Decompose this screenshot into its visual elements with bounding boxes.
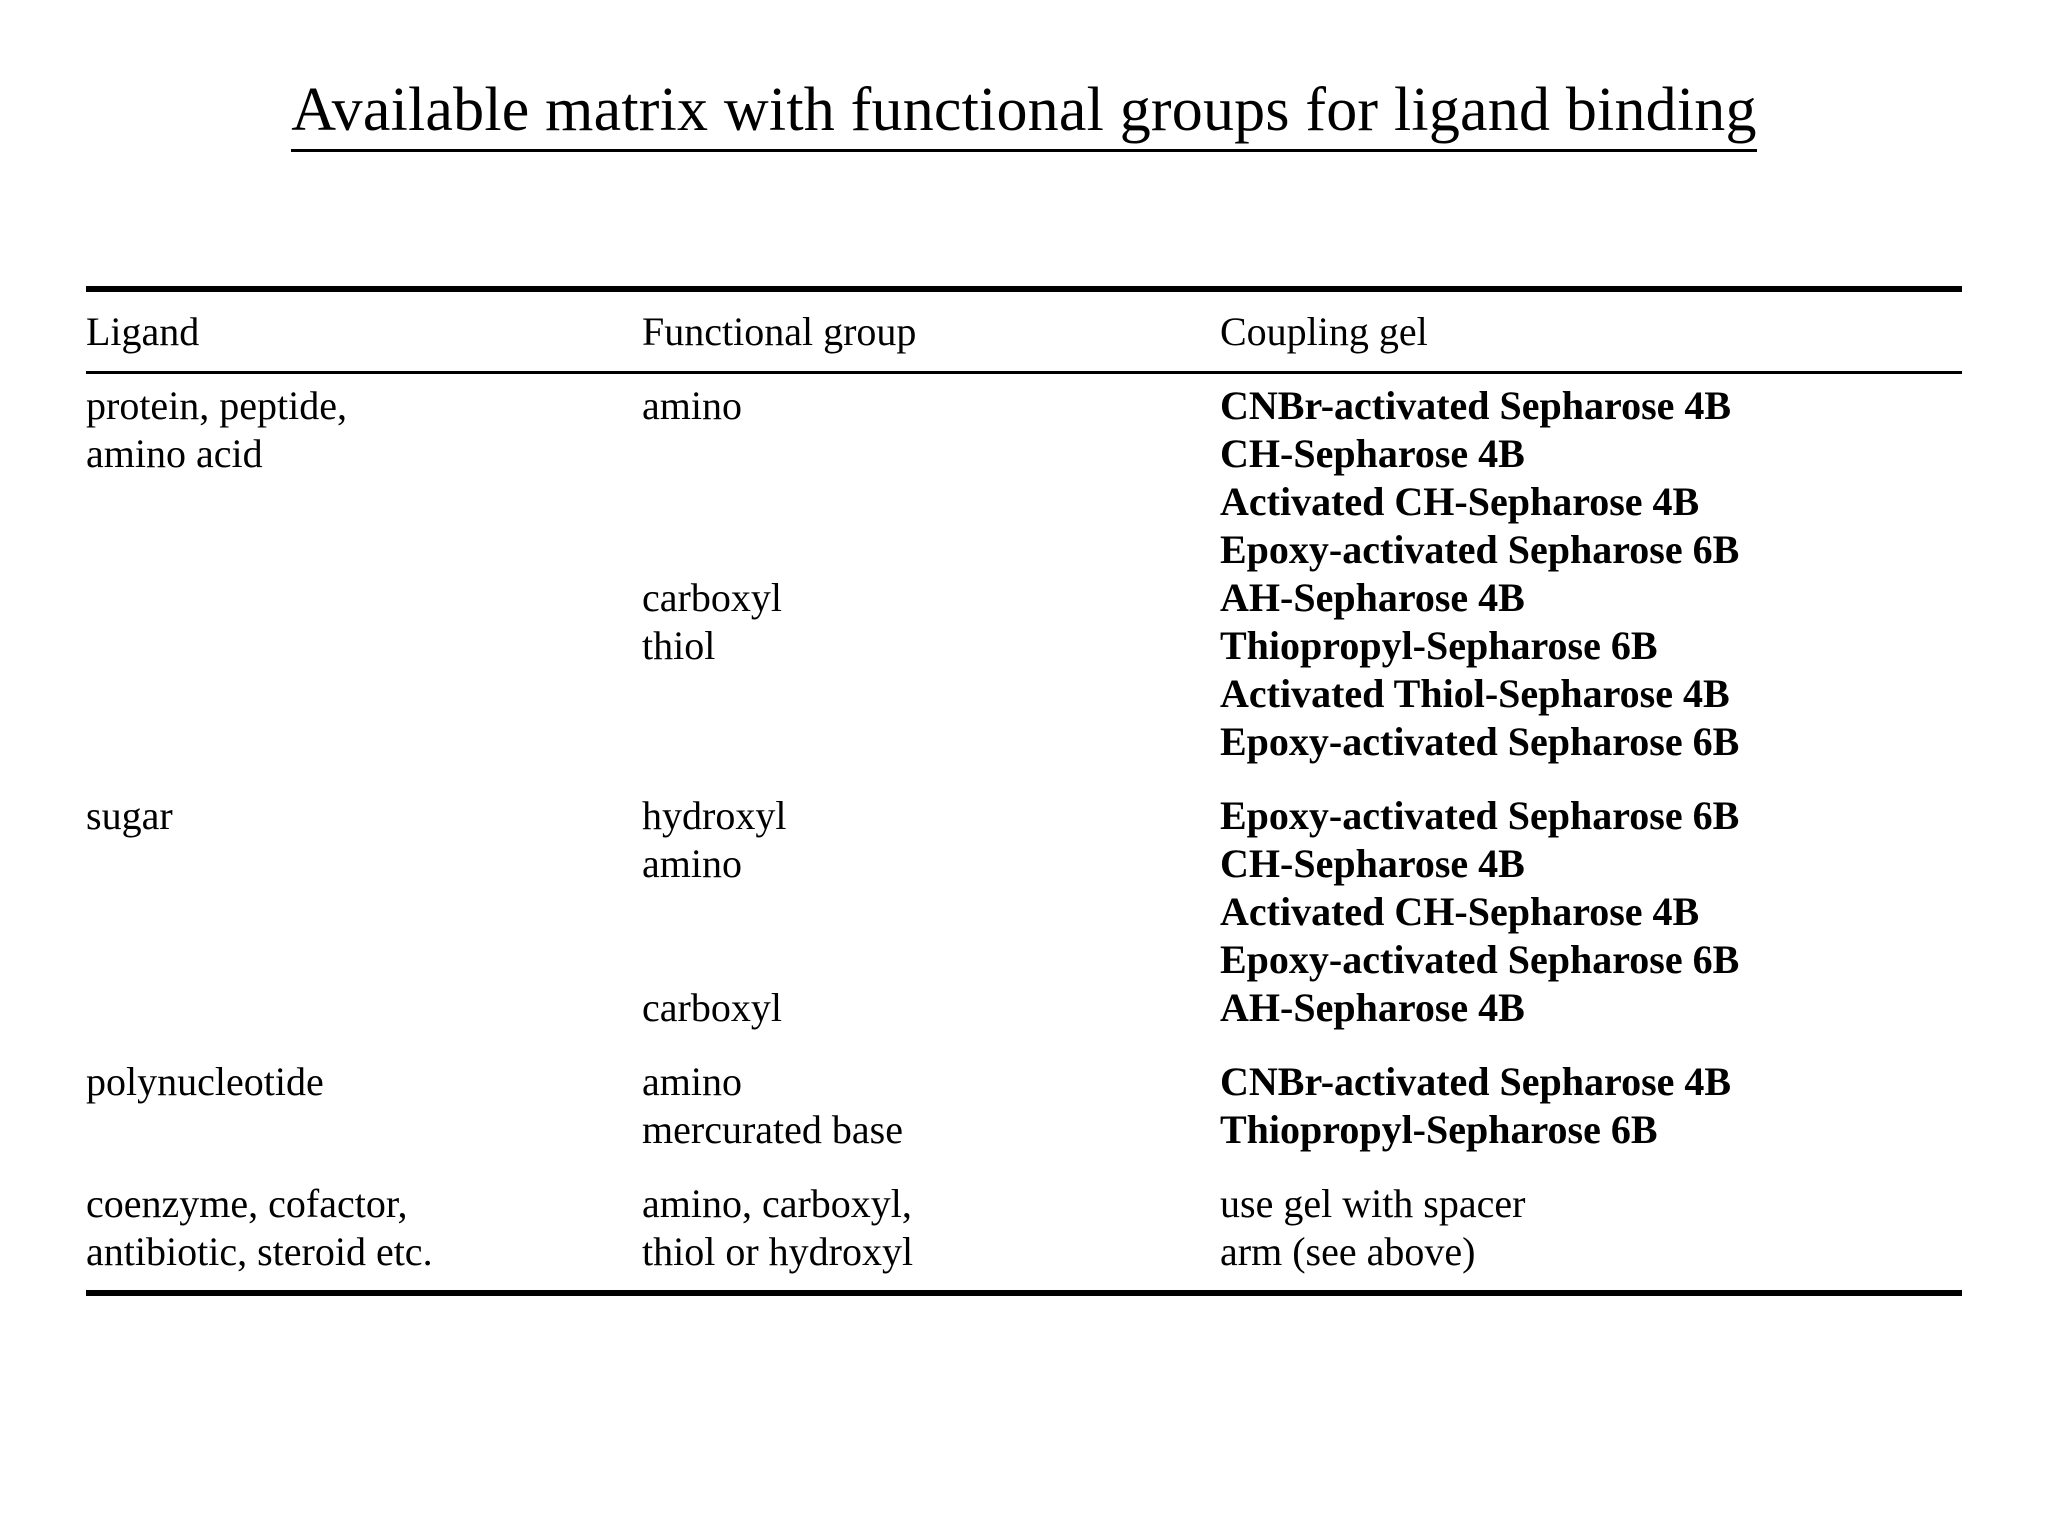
functional-group-line: carboxyl xyxy=(642,574,782,620)
ligand-line: antibiotic, steroid etc. xyxy=(86,1228,433,1274)
functional-group-line: carboxyl xyxy=(642,984,782,1030)
functional-group-line: amino, carboxyl, xyxy=(642,1180,912,1226)
table-top-rule xyxy=(86,286,1962,292)
header-label-coupling-gel: Coupling gel xyxy=(1220,309,1428,354)
coupling-gel-line: Activated CH-Sepharose 4B xyxy=(1220,888,1700,934)
coupling-gel-line: AH-Sepharose 4B xyxy=(1220,574,1525,620)
page-title-text: Available matrix with functional groups … xyxy=(291,77,1757,153)
functional-group-line: amino xyxy=(642,1058,742,1104)
cell-ligand: protein, peptide,amino acid xyxy=(86,382,642,478)
coupling-gel-line: use gel with spacer xyxy=(1220,1180,1526,1226)
ligand-line: amino acid xyxy=(86,430,263,476)
header-label-functional-group: Functional group xyxy=(642,309,917,354)
coupling-gel-line: Epoxy-activated Sepharose 6B xyxy=(1220,936,1740,982)
coupling-gel-line: Activated Thiol-Sepharose 4B xyxy=(1220,670,1730,716)
coupling-gel-line: Epoxy-activated Sepharose 6B xyxy=(1220,792,1740,838)
coupling-gel-line: Epoxy-activated Sepharose 6B xyxy=(1220,526,1740,572)
page-title: Available matrix with functional groups … xyxy=(0,77,2048,153)
table-row: coenzyme, cofactor,antibiotic, steroid e… xyxy=(86,1180,1962,1276)
coupling-gel-line: CNBr-activated Sepharose 4B xyxy=(1220,382,1732,428)
coupling-gel-line: Thiopropyl-Sepharose 6B xyxy=(1220,1106,1658,1152)
coupling-gel-line: CH-Sepharose 4B xyxy=(1220,840,1525,886)
coupling-gel-line: arm (see above) xyxy=(1220,1228,1476,1274)
header-cell-functional-group: Functional group xyxy=(642,309,1220,355)
ligand-matrix-table: Ligand Functional group Coupling gel pro… xyxy=(86,286,1962,1296)
functional-group-line: amino xyxy=(642,382,742,428)
ligand-line: polynucleotide xyxy=(86,1058,324,1104)
coupling-gel-line: CNBr-activated Sepharose 4B xyxy=(1220,1058,1732,1104)
coupling-gel-line: Epoxy-activated Sepharose 6B xyxy=(1220,718,1740,764)
functional-group-line: hydroxyl xyxy=(642,792,787,838)
table-header-row: Ligand Functional group Coupling gel xyxy=(86,292,1962,371)
functional-group-line: amino xyxy=(642,840,742,886)
header-cell-coupling-gel: Coupling gel xyxy=(1220,309,1962,355)
functional-group-line: mercurated base xyxy=(642,1106,903,1152)
cell-ligand: sugar xyxy=(86,792,642,840)
cell-ligand: polynucleotide xyxy=(86,1058,642,1106)
coupling-gel-line: Thiopropyl-Sepharose 6B xyxy=(1220,622,1658,668)
coupling-gel-line: Activated CH-Sepharose 4B xyxy=(1220,478,1700,524)
table-bottom-rule xyxy=(86,1289,1962,1296)
header-cell-ligand: Ligand xyxy=(86,309,642,355)
ligand-line: sugar xyxy=(86,792,173,838)
coupling-gel-line: AH-Sepharose 4B xyxy=(1220,984,1525,1030)
ligand-line: protein, peptide, xyxy=(86,382,348,428)
coupling-gel-line: CH-Sepharose 4B xyxy=(1220,430,1525,476)
cell-functional-group: amino, carboxyl,thiol or hydroxyl xyxy=(642,1180,1220,1276)
table-header-rule xyxy=(86,370,1962,374)
functional-group-line: thiol or hydroxyl xyxy=(642,1228,914,1274)
cell-ligand: coenzyme, cofactor,antibiotic, steroid e… xyxy=(86,1180,642,1276)
header-label-ligand: Ligand xyxy=(86,309,200,354)
functional-group-line: thiol xyxy=(642,622,716,668)
ligand-line: coenzyme, cofactor, xyxy=(86,1180,408,1226)
